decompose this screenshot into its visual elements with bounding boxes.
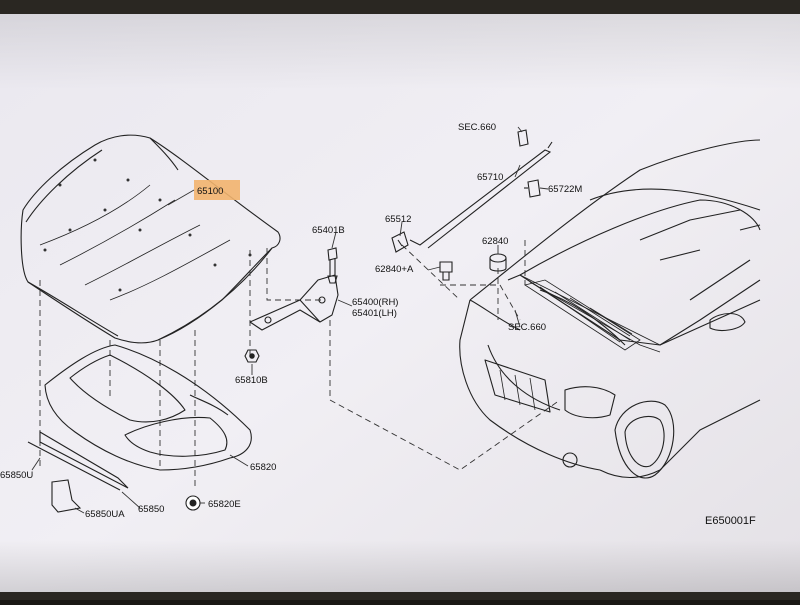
- sec660-cowl-callout: SEC.660: [508, 322, 546, 333]
- clip-callout: 65820E: [208, 499, 241, 510]
- figure-code: E650001F: [705, 515, 756, 527]
- rod-clip-part: [524, 179, 541, 198]
- rod-grommet-callout: 65512: [385, 214, 411, 225]
- dashed-leader-lines: [39, 240, 561, 490]
- sec660-top-callout: SEC.660: [458, 122, 496, 133]
- hinge-rh-callout: 65400(RH): [352, 297, 398, 308]
- nut-callout: 65810B: [235, 375, 268, 386]
- hood-rod-callout: 65710: [477, 172, 503, 183]
- hood-dots: [43, 158, 252, 292]
- hood-panel: [20, 134, 281, 344]
- callout-leaders: [31, 126, 549, 514]
- seal-ua-part: [51, 479, 82, 513]
- hood-support-rod: [409, 141, 553, 249]
- seal-u-callout: 65850U: [0, 470, 33, 481]
- vehicle-outline: [459, 139, 761, 479]
- hood-nut-part: [244, 349, 260, 363]
- hood-hinge-part: [249, 274, 339, 331]
- cowl-grille: [524, 279, 641, 351]
- screen-bezel-top: [0, 0, 800, 14]
- hinge-bolt-callout: 65401B: [312, 225, 345, 236]
- seal-callout: 65850: [138, 504, 164, 515]
- rod-clip-callout: 65722M: [548, 184, 582, 195]
- hood-seal-strip: [27, 431, 129, 491]
- bumper-rubber-callout: 62840: [482, 236, 508, 247]
- hinge-lh-callout: 65401(LH): [352, 308, 397, 319]
- hood-callout: 65100: [197, 186, 223, 197]
- insulator-clip-part: [185, 495, 201, 511]
- bolt-assembly-callout: 62840+A: [375, 264, 414, 275]
- sec660-bracket-part: [517, 129, 529, 147]
- bumper-bolt-part: [439, 261, 453, 281]
- seal-ua-callout: 65850UA: [85, 509, 125, 520]
- screen-bezel-bottom: [0, 592, 800, 600]
- hood-insulator: [44, 344, 252, 471]
- insulator-callout: 65820: [250, 462, 276, 473]
- part-highlight: [194, 180, 240, 200]
